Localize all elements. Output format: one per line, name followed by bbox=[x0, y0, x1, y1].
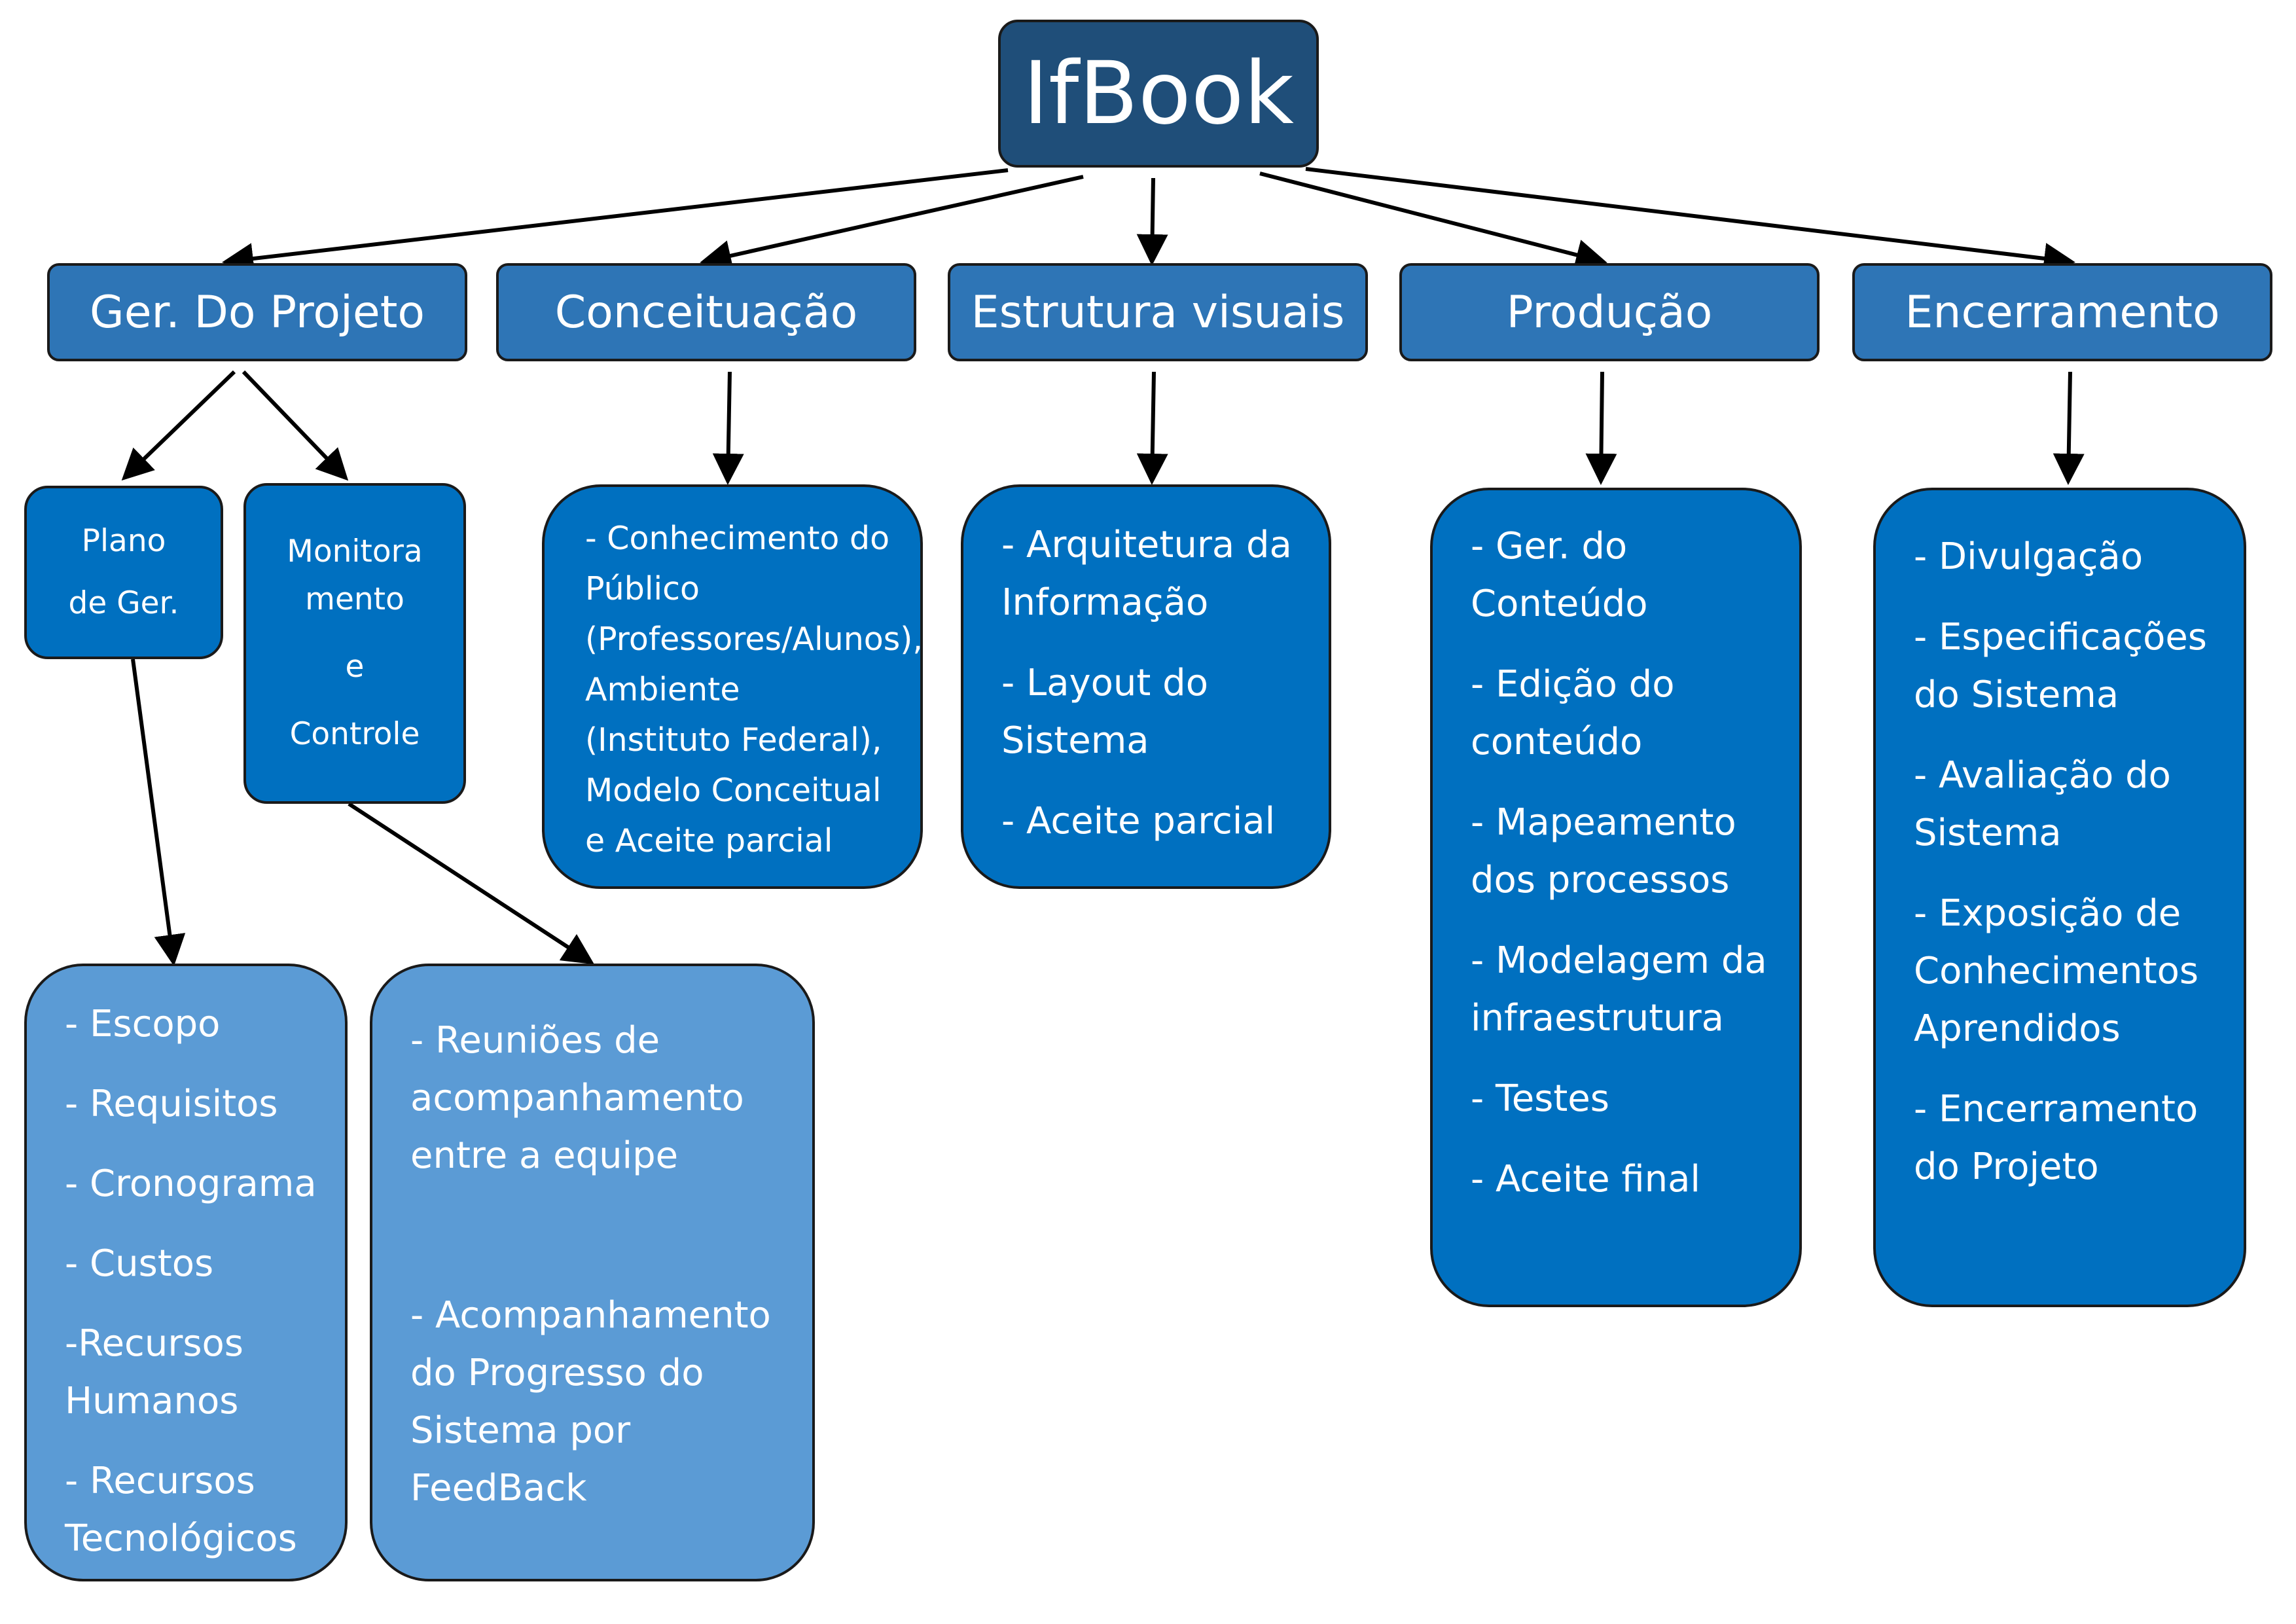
phase-producao: Produção bbox=[1399, 263, 1820, 361]
node-monitoramento-controle: Monitora mento e Controle bbox=[243, 483, 466, 804]
list-item: - Testes bbox=[1471, 1077, 1609, 1120]
list-item: - Edição do conteúdo bbox=[1471, 663, 1675, 763]
phase-encerramento: Encerramento bbox=[1852, 263, 2272, 361]
phase-label: Estrutura visuais bbox=[971, 286, 1345, 338]
list-item: - Aceite final bbox=[1471, 1158, 1700, 1200]
root-title: IfBook bbox=[1023, 43, 1294, 144]
list-item: - Custos bbox=[65, 1242, 214, 1285]
list-item: - Reuniões de acompanhamento entre a equ… bbox=[410, 1019, 744, 1177]
root-node-ifbook: IfBook bbox=[998, 20, 1319, 168]
arrow-conceituacao-list bbox=[712, 371, 744, 485]
list-producao: - Ger. do Conteúdo - Edição do conteúdo … bbox=[1430, 488, 1802, 1307]
list-item: - Exposição de Conhecimentos Aprendidos bbox=[1914, 892, 2199, 1050]
phase-label: Conceituação bbox=[554, 286, 858, 338]
list-encerramento: - Divulgação - Especificações do Sistema… bbox=[1873, 488, 2246, 1307]
list-item: - Mapeamento dos processos bbox=[1471, 801, 1736, 901]
node-line: Controle bbox=[289, 715, 420, 752]
node-line: e bbox=[345, 649, 365, 685]
node-line: de Ger. bbox=[68, 585, 179, 621]
list-estrutura-visuais: - Arquitetura da Informação - Layout do … bbox=[961, 484, 1331, 889]
arrow-root-ger bbox=[222, 168, 1009, 274]
arrow-ger-plano bbox=[121, 370, 236, 481]
phase-ger-projeto: Ger. Do Projeto bbox=[47, 263, 467, 361]
list-item: - Arquitetura da Informação bbox=[1001, 524, 1292, 624]
list-item: - Acompanhamento do Progresso do Sistema… bbox=[410, 1294, 771, 1509]
list-item: - Escopo bbox=[65, 1003, 221, 1045]
list-item: - Modelagem da infraestrutura bbox=[1471, 939, 1767, 1039]
list-item: - Divulgação bbox=[1914, 535, 2144, 578]
phase-label: Encerramento bbox=[1905, 286, 2220, 338]
node-line: Monitora bbox=[287, 533, 423, 570]
arrow-producao-list bbox=[1585, 371, 1617, 485]
arrow-root-encerramento bbox=[1305, 167, 2075, 274]
list-conceituacao: - Conhecimento do Público (Professores/A… bbox=[542, 484, 923, 889]
node-plano-de-ger: Plano de Ger. bbox=[24, 486, 223, 659]
list-item: - Cronograma bbox=[65, 1163, 317, 1205]
list-item: -Recursos Humanos bbox=[65, 1322, 243, 1422]
arrow-root-estrutura bbox=[1136, 177, 1168, 266]
list-reunioes-acompanhamento: - Reuniões de acompanhamento entre a equ… bbox=[370, 964, 815, 1581]
list-item: - Aceite parcial bbox=[1001, 800, 1276, 842]
arrow-ger-monitoramento bbox=[242, 370, 349, 481]
arrow-encerramento-list bbox=[2053, 371, 2085, 485]
node-line: mento bbox=[305, 581, 404, 618]
list-item: - Recursos Tecnológicos bbox=[65, 1460, 297, 1560]
list-text: - Conhecimento do Público (Professores/A… bbox=[585, 520, 923, 859]
phase-estrutura-visuais: Estrutura visuais bbox=[948, 263, 1368, 361]
list-item: - Requisitos bbox=[65, 1083, 278, 1125]
list-item: - Avaliação do Sistema bbox=[1914, 754, 2171, 854]
phase-label: Produção bbox=[1506, 286, 1713, 338]
arrow-root-conceituacao bbox=[700, 175, 1084, 272]
arrow-plano-escopo bbox=[131, 659, 186, 966]
list-item: - Layout do Sistema bbox=[1001, 662, 1208, 762]
list-escopo-recursos: - Escopo - Requisitos - Cronograma - Cus… bbox=[24, 964, 348, 1581]
arrow-monitoramento-reunioes bbox=[348, 802, 595, 965]
list-item: - Especificações do Sistema bbox=[1914, 616, 2207, 716]
node-line: Plano bbox=[81, 522, 166, 559]
phase-label: Ger. Do Projeto bbox=[90, 286, 425, 338]
arrow-estrutura-list bbox=[1136, 371, 1168, 485]
list-item: - Encerramento do Projeto bbox=[1914, 1088, 2198, 1188]
phase-conceituacao: Conceituação bbox=[496, 263, 916, 361]
list-item: - Ger. do Conteúdo bbox=[1471, 525, 1648, 625]
arrow-root-producao bbox=[1259, 171, 1607, 270]
